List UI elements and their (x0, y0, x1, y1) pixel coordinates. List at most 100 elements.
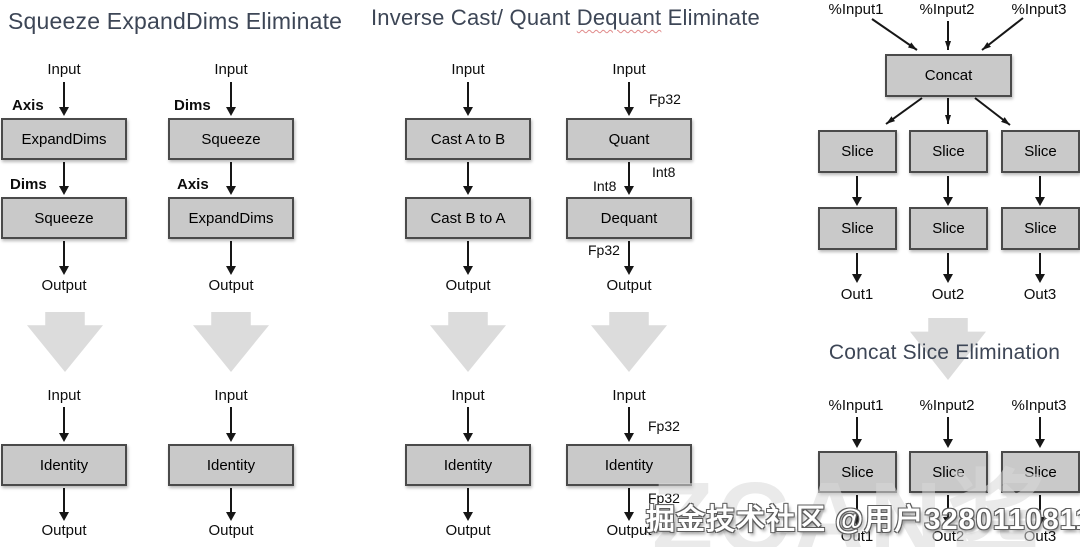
arrow-down (852, 417, 862, 448)
input-label: Input (47, 387, 81, 404)
arrow-down (226, 82, 236, 116)
attr-label-axis: Axis (12, 97, 44, 114)
transform-arrow (27, 312, 103, 372)
arrow-down (1035, 495, 1045, 526)
op-node-squeeze: Squeeze (1, 197, 127, 239)
dtype-label-int8: Int8 (593, 178, 617, 194)
op-node-concat: Concat (885, 54, 1012, 97)
arrow-down (1035, 417, 1045, 448)
section-title-concat-slice: Concat Slice Elimination (828, 341, 1061, 364)
arrow-down (943, 253, 953, 283)
arrow-down (463, 82, 473, 116)
op-node-slice: Slice (909, 207, 988, 250)
op-node-cast-b-to-a: Cast B to A (405, 197, 531, 239)
op-node-expanddims: ExpandDims (168, 197, 294, 239)
graph-input-label: %Input2 (919, 397, 975, 414)
input-label: Input (47, 61, 81, 78)
arrow-down (226, 488, 236, 521)
arrow-down (943, 176, 953, 206)
arrow-down (624, 241, 634, 275)
graph-output-label: Out3 (1023, 286, 1057, 303)
op-node-slice: Slice (818, 451, 897, 493)
output-label: Output (208, 277, 254, 294)
arrow-down (226, 241, 236, 275)
background-watermark: ZCAN酱 (652, 462, 1050, 547)
op-node-dequant: Dequant (566, 197, 692, 239)
title-part-before: Inverse Cast/ Quant (371, 5, 577, 30)
output-label: Output (445, 277, 491, 294)
arrow-down (59, 488, 69, 521)
arrow-down (59, 241, 69, 275)
graph-input-label: %Input3 (1011, 397, 1067, 414)
op-node-identity: Identity (405, 444, 531, 486)
op-node-squeeze: Squeeze (168, 118, 294, 160)
attr-label-axis: Axis (177, 176, 209, 193)
input-label: Input (451, 387, 485, 404)
arrow-down (1035, 176, 1045, 206)
section-title-squeeze-expanddims: Squeeze ExpandDims Eliminate (8, 8, 343, 34)
arrow-down (1035, 253, 1045, 283)
input-label: Input (451, 61, 485, 78)
arrow-down (624, 162, 634, 195)
arrow-down (624, 407, 634, 442)
dtype-label-fp32: Fp32 (648, 418, 680, 434)
arrow-down (463, 162, 473, 195)
op-node-quant: Quant (566, 118, 692, 160)
title-part-underlined: Dequant (576, 5, 662, 30)
op-node-cast-a-to-b: Cast A to B (405, 118, 531, 160)
transform-arrow (591, 312, 667, 372)
op-node-slice: Slice (1001, 207, 1080, 250)
dtype-label-fp32: Fp32 (588, 242, 620, 258)
output-label: Output (445, 522, 491, 539)
arrow-down (852, 253, 862, 283)
arrow-down (463, 407, 473, 442)
op-node-identity: Identity (1, 444, 127, 486)
section-title-inverse-cast-quant: Inverse Cast/ Quant Dequant Eliminate (371, 5, 760, 30)
arrow-down (624, 488, 634, 521)
graph-input-label: %Input3 (1011, 1, 1067, 18)
arrow-down (624, 82, 634, 116)
graph-output-label: Out2 (931, 528, 965, 545)
dtype-label-fp32: Fp32 (648, 490, 680, 506)
attr-label-dims: Dims (174, 97, 211, 114)
graph-output-label: Out1 (840, 528, 874, 545)
dtype-label-int8: Int8 (652, 164, 676, 180)
op-node-slice: Slice (909, 451, 988, 493)
op-node-slice: Slice (818, 130, 897, 173)
arrow-down (226, 162, 236, 195)
graph-output-label: Out3 (1023, 528, 1057, 545)
arrow-down (463, 241, 473, 275)
arrow-down (463, 488, 473, 521)
input-label: Input (214, 61, 248, 78)
arrow-down (852, 176, 862, 206)
graph-output-label: Out2 (931, 286, 965, 303)
op-node-slice: Slice (909, 130, 988, 173)
arrow-down (852, 495, 862, 526)
input-label: Input (612, 61, 646, 78)
arrow-down (59, 162, 69, 195)
transform-arrow (193, 312, 269, 372)
input-label: Input (612, 387, 646, 404)
transform-arrow (430, 312, 506, 372)
op-node-expanddims: ExpandDims (1, 118, 127, 160)
title-part-after: Eliminate (661, 5, 760, 30)
graph-input-label: %Input1 (828, 397, 884, 414)
arrow-down (59, 82, 69, 116)
graph-input-label: %Input1 (828, 1, 884, 18)
arrow-down (59, 407, 69, 442)
op-node-identity: Identity (566, 444, 692, 486)
op-node-slice: Slice (818, 207, 897, 250)
output-label: Output (41, 522, 87, 539)
arrow-down (943, 417, 953, 448)
op-node-slice: Slice (1001, 451, 1080, 493)
output-label: Output (606, 522, 652, 539)
attr-label-dims: Dims (10, 176, 47, 193)
graph-input-label: %Input2 (919, 1, 975, 18)
output-label: Output (606, 277, 652, 294)
dtype-label-fp32: Fp32 (649, 91, 681, 107)
site-watermark: 掘金技术社区 @用户32801108110 (646, 504, 1080, 536)
graph-output-label: Out1 (840, 286, 874, 303)
output-label: Output (41, 277, 87, 294)
arrow-down (226, 407, 236, 442)
